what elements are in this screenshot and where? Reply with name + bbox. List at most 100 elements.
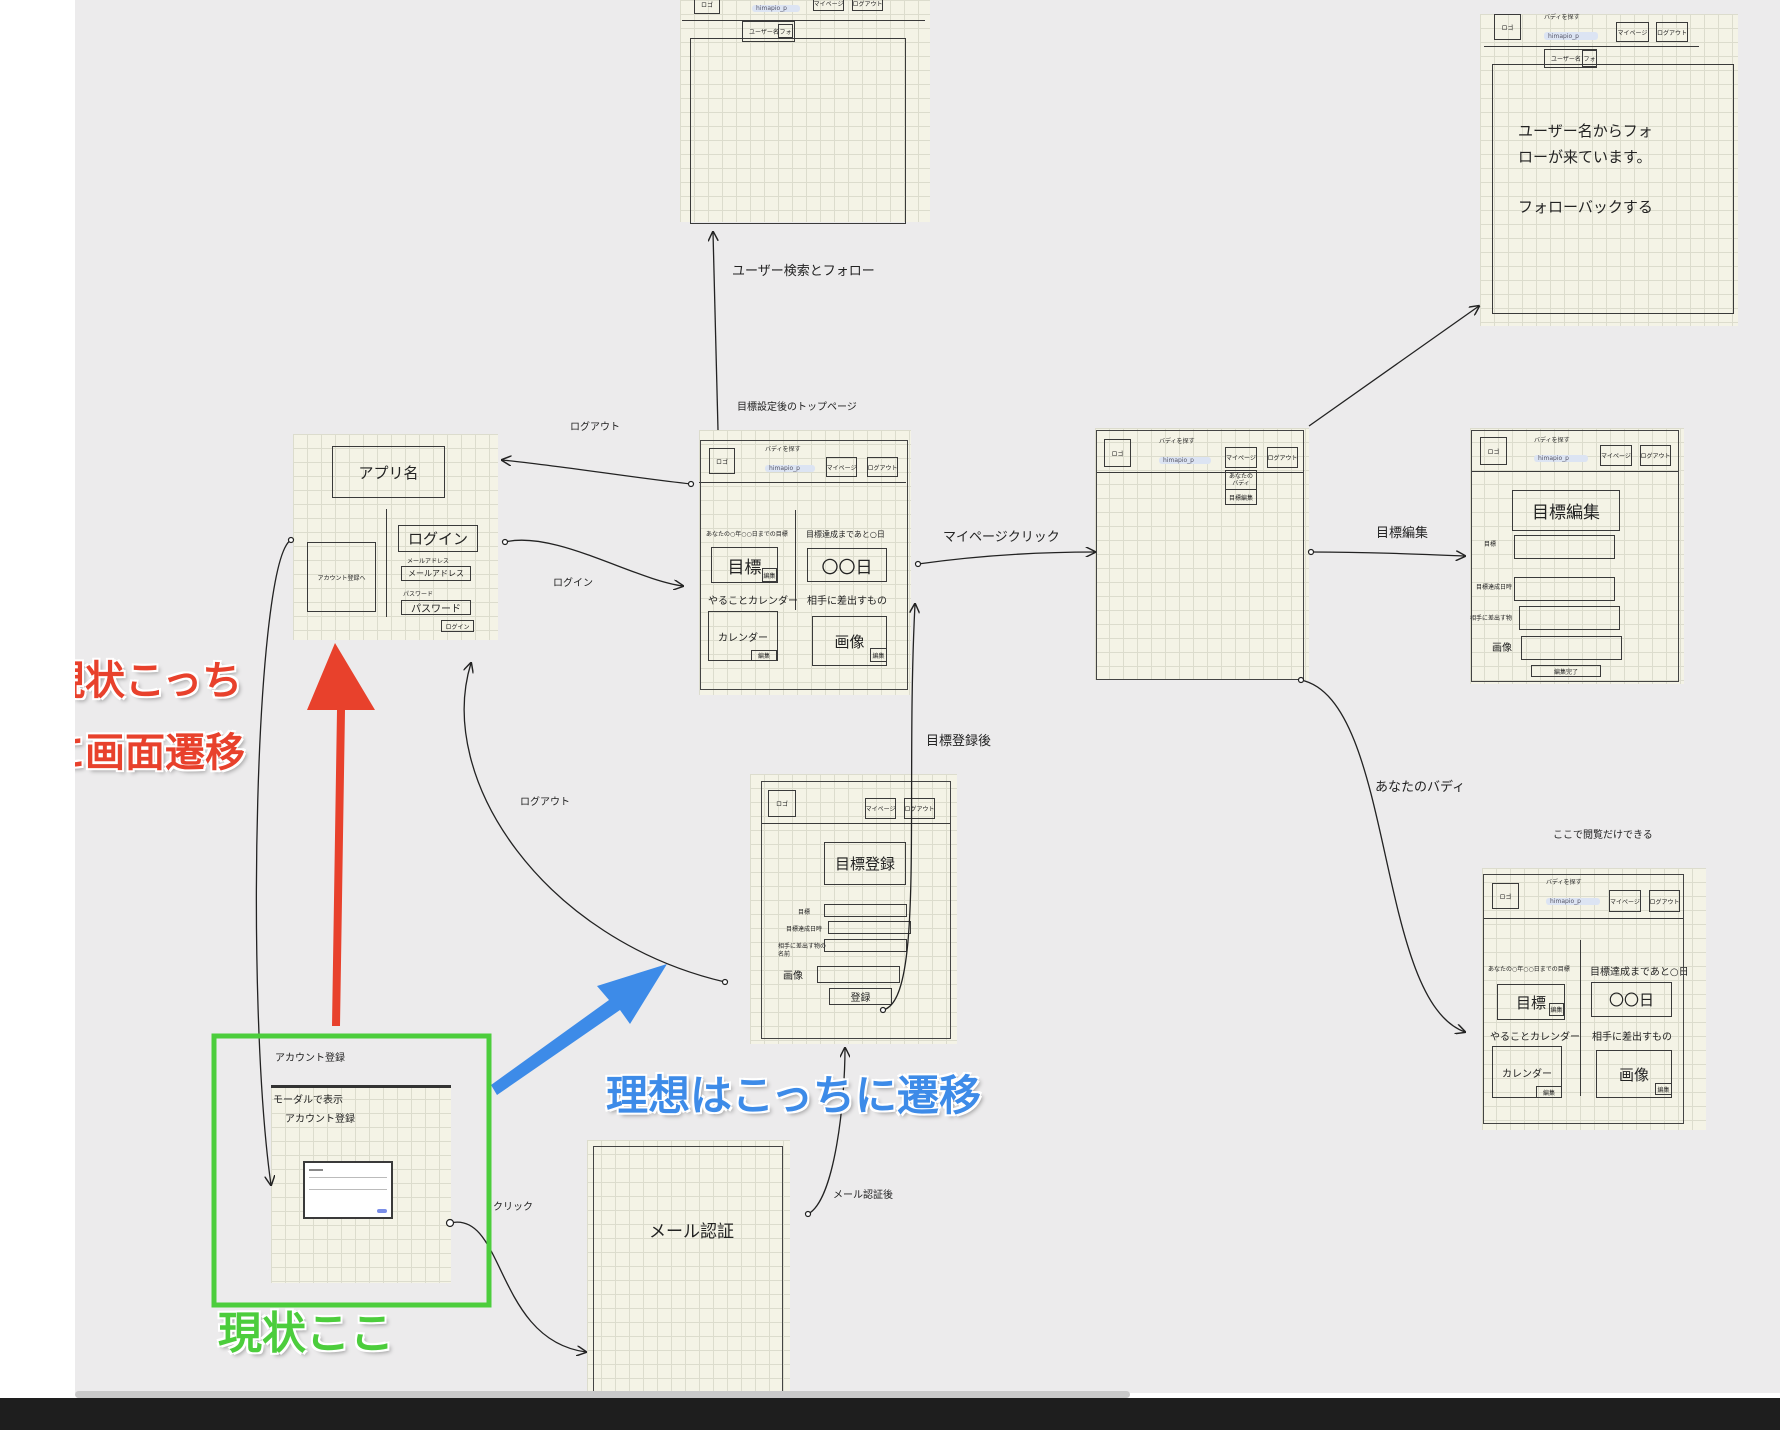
logo-box: ロゴ [1104, 439, 1131, 467]
email-label: メールアドレス [407, 558, 450, 565]
note-current-here: 現状ここ [218, 1308, 394, 1359]
current-highlight-box [211, 1033, 492, 1308]
user-dropdown[interactable]: himapio_p [1544, 32, 1598, 40]
logout-button[interactable]: ログアウト [852, 0, 883, 11]
days-box: 〇〇日 [807, 548, 887, 582]
logout-button[interactable]: ログアウト [1649, 890, 1680, 912]
goal-input[interactable] [1514, 535, 1615, 559]
signup-modal[interactable] [303, 1161, 393, 1219]
search-title: バディを探す [1159, 438, 1195, 445]
present-label-line2: 名前 [778, 951, 791, 958]
image-edit-button[interactable]: 編集 [1655, 1083, 1672, 1095]
edge-label-login: ログイン [553, 578, 593, 589]
content-area [690, 38, 906, 224]
edge-follow-notice [1308, 306, 1479, 427]
user-dropdown[interactable]: himapio_p [1546, 898, 1600, 905]
frame-goal-edit[interactable]: ロゴ バディを探す himapio_p マイページ ログアウト 目標編集 目標 … [1470, 428, 1684, 684]
menu-goal-edit[interactable]: 目標編集 [1225, 489, 1257, 505]
days-left-label: 目標達成まであと○日 [806, 530, 885, 539]
edit-done-button[interactable]: 編集完了 [1531, 665, 1601, 677]
logo-box: ロゴ [1492, 883, 1519, 909]
username-search-box[interactable]: ユーザー名 [742, 21, 795, 42]
date-label: 目標達成日時 [786, 926, 823, 933]
present-input[interactable] [824, 939, 907, 952]
register-button[interactable]: 登録 [829, 988, 892, 1005]
user-dropdown[interactable]: himapio_p [752, 5, 800, 12]
page-border [1483, 874, 1684, 1124]
goal-label: 目標 [798, 909, 811, 916]
mypage-button[interactable]: マイページ [826, 457, 857, 477]
frame-top-page[interactable]: ロゴ バディを探す himapio_p マイページ ログアウト あなたの○年○○… [699, 430, 911, 695]
frame-follow-notice[interactable]: ロゴ バディを探す himapio_p マイページ ログアウト ユーザー名 フォ… [1480, 14, 1738, 326]
image-input[interactable] [817, 966, 900, 983]
edge-login-to-account [255, 539, 292, 1185]
logout-button[interactable]: ログアウト [1267, 447, 1298, 468]
whiteboard-canvas[interactable]: ロゴ himapio_p マイページ ログアウト ユーザー名 フォ ロゴ バディ… [75, 0, 1780, 1393]
frame-mail-verification[interactable]: メール認証 [587, 1140, 790, 1393]
goal-input[interactable] [824, 904, 907, 917]
calendar-edit-button[interactable]: 編集 [1536, 1086, 1562, 1098]
edge-label-logout-bottom: ログアウト [520, 797, 570, 808]
image-input[interactable] [1521, 636, 1622, 660]
present-label: 相手に差出す物 [1470, 615, 1513, 622]
image-label: 画像 [1492, 643, 1512, 654]
mypage-button[interactable]: マイページ [865, 798, 896, 819]
goal-edit-button[interactable]: 編集 [1549, 1003, 1564, 1016]
password-label: パスワード [403, 591, 434, 598]
mypage-button[interactable]: マイページ [1616, 22, 1649, 42]
logout-button[interactable]: ログアウト [867, 457, 898, 477]
logout-button[interactable]: ログアウト [904, 798, 935, 819]
search-title: バディを探す [1544, 14, 1580, 21]
mypage-button[interactable]: マイページ [813, 0, 844, 11]
login-divider [386, 509, 387, 617]
frame-buddy-view[interactable]: ロゴ バディを探す himapio_p マイページ ログアウト あなたの○年○○… [1482, 868, 1706, 1130]
date-input[interactable] [828, 921, 911, 934]
horizontal-scrollbar[interactable] [75, 1391, 1130, 1398]
page-border [1096, 430, 1304, 680]
email-input[interactable]: メールアドレス [401, 566, 471, 581]
logo-box: ロゴ [1494, 14, 1521, 40]
frame-user-search[interactable]: ロゴ himapio_p マイページ ログアウト ユーザー名 フォ [680, 0, 930, 224]
follow-button[interactable]: フォ [778, 24, 793, 38]
notice-content [1492, 64, 1734, 314]
frame-goal-register[interactable]: ロゴ マイページ ログアウト 目標登録 目標 目標達成日時 相手に差出す物の 名… [750, 774, 957, 1044]
logout-button[interactable]: ログアウト [1656, 22, 1688, 42]
goal-label: 目標 [1484, 541, 1497, 548]
mypage-button[interactable]: マイページ [1600, 445, 1632, 466]
followback-link[interactable]: フォローバックする [1518, 198, 1653, 216]
calendar-edit-button[interactable]: 編集 [751, 650, 777, 661]
login-button[interactable]: ログイン [441, 620, 474, 632]
logout-button[interactable]: ログアウト [1640, 445, 1671, 466]
notice-line-2: ローが来ています。 [1518, 148, 1652, 166]
page-border [761, 781, 951, 1039]
mypage-button[interactable]: マイページ [1609, 890, 1641, 912]
goal-edit-button[interactable]: 編集 [762, 568, 777, 582]
password-input[interactable]: パスワード [401, 600, 471, 615]
edge-user-search [713, 232, 719, 431]
image-edit-button[interactable]: 編集 [870, 648, 887, 662]
frame-account-register[interactable]: モーダルで表示 アカウント登録 [271, 1085, 451, 1283]
search-title: バディを探す [1546, 879, 1582, 886]
calendar-title: やることカレンダー [708, 596, 798, 607]
signup-link[interactable]: アカウント登録へ [307, 542, 376, 612]
present-input[interactable] [1519, 606, 1620, 630]
logo-box: ロゴ [694, 0, 720, 14]
frame-login[interactable]: アプリ名 アカウント登録へ ログイン メールアドレス メールアドレス パスワード… [293, 434, 498, 640]
edge-label-logout-top: ログアウト [570, 422, 620, 433]
follow-button[interactable]: フォ [1582, 50, 1597, 67]
user-dropdown[interactable]: himapio_p [1159, 457, 1211, 464]
modal-caption: モーダルで表示 [273, 1095, 343, 1106]
user-dropdown[interactable]: himapio_p [765, 465, 815, 472]
user-dropdown[interactable]: himapio_p [1534, 455, 1588, 462]
note-current-transition-line2: に画面遷移 [75, 730, 245, 776]
edge-label-goal-edit: 目標編集 [1376, 526, 1429, 541]
username-label: ユーザー名 [749, 29, 779, 36]
goal-register-title: 目標登録 [824, 842, 906, 885]
column-divider [1580, 940, 1581, 1096]
edge-label-user-search: ユーザー検索とフォロー [732, 264, 875, 279]
mail-verification-title: メール認証 [649, 1222, 734, 1242]
mypage-button[interactable]: マイページ [1225, 447, 1257, 468]
calendar-box[interactable]: カレンダー [708, 611, 778, 661]
frame-mypage[interactable]: ロゴ バディを探す himapio_p マイページ ログアウト あなたのバディ … [1095, 428, 1309, 680]
date-input[interactable] [1514, 577, 1615, 601]
